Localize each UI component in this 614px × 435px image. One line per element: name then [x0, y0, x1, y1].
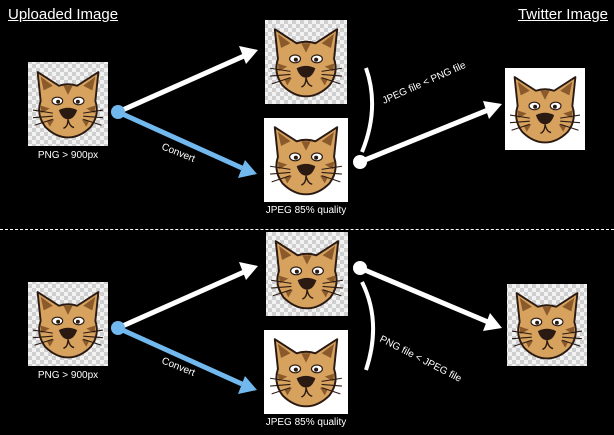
- bottom-convert-arrow: [116, 325, 244, 387]
- top-keep-png-arrow: [116, 53, 246, 115]
- top-convert-arrow: [116, 109, 244, 171]
- top-jpeg-image: [264, 118, 348, 202]
- top-jpeg-caption: JPEG 85% quality: [265, 205, 347, 216]
- top-source-node: [111, 105, 125, 119]
- bottom-source-caption: PNG > 900px: [37, 370, 99, 381]
- uploaded-image-heading: Uploaded Image: [8, 6, 119, 23]
- top-panel: Convert JPEG file < PNG file: [28, 20, 585, 202]
- bottom-comparison-label: PNG file < JPEG file: [378, 334, 464, 385]
- bottom-twitter-image: [507, 284, 587, 366]
- bottom-source-node: [111, 321, 125, 335]
- top-output-arrow: [359, 107, 489, 165]
- bottom-output-node: [353, 261, 367, 275]
- top-comparison-label: JPEG file < PNG file: [381, 60, 468, 107]
- panel-divider: [0, 229, 614, 230]
- top-output-node: [353, 155, 367, 169]
- bottom-jpeg-caption: JPEG 85% quality: [265, 417, 347, 428]
- twitter-image-heading: Twitter Image: [517, 6, 608, 23]
- bottom-panel: Convert PNG file < JPEG file: [28, 232, 587, 414]
- top-png-image: [265, 20, 347, 104]
- top-comparison-bracket: [360, 67, 375, 153]
- bottom-comparison-bracket: [360, 281, 376, 371]
- bottom-output-arrow: [359, 265, 489, 325]
- top-source-image: [28, 62, 108, 146]
- bottom-keep-png-arrow: [116, 269, 246, 331]
- bottom-jpeg-image: [264, 330, 348, 414]
- top-source-caption: PNG > 900px: [37, 150, 99, 161]
- top-twitter-image: [505, 68, 585, 150]
- bottom-png-image: [266, 232, 348, 316]
- bottom-source-image: [28, 282, 108, 366]
